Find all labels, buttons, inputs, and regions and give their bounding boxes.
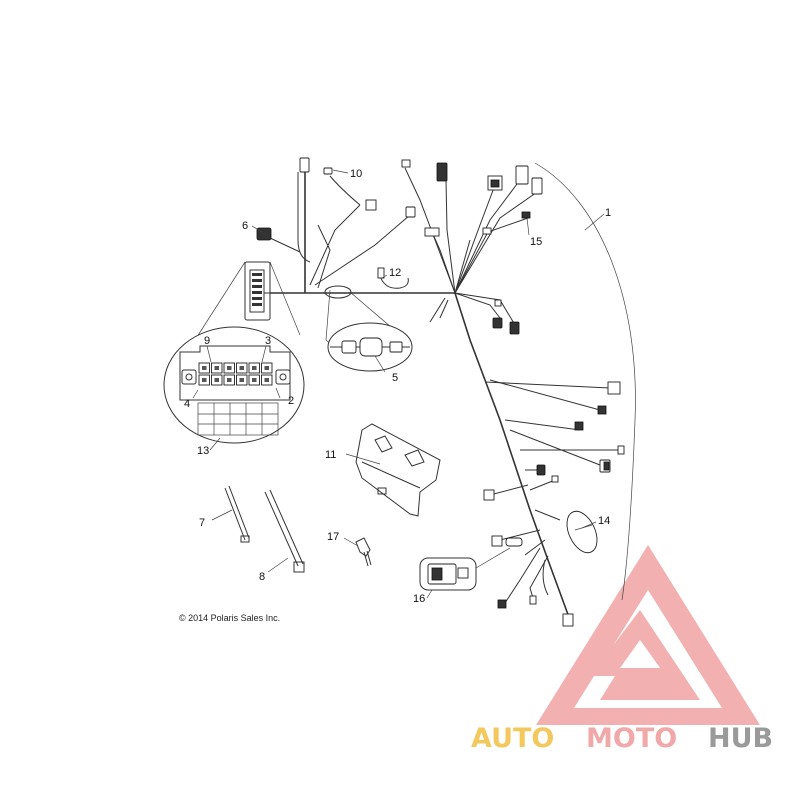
fuse-blade — [214, 378, 219, 382]
fuse-blade — [264, 378, 269, 382]
leader-1-arc — [534, 162, 636, 601]
detail-13 — [163, 261, 305, 451]
watermark-logo — [536, 545, 760, 725]
callout-2: 2 — [288, 395, 294, 407]
item-17-bolt — [343, 537, 372, 567]
callout-labels: 1 2 3 4 5 6 7 8 9 10 11 12 13 14 15 16 1… — [184, 168, 611, 605]
item-7-tie — [211, 485, 250, 543]
callout-11: 11 — [325, 449, 336, 461]
callout-6: 6 — [242, 220, 248, 232]
callout-10: 10 — [350, 168, 362, 180]
watermark-text: AUTO MOTO HUB — [471, 723, 773, 754]
watermark-moto: MOTO — [586, 723, 677, 754]
fuse-blade — [239, 366, 244, 370]
callout-13: 13 — [197, 445, 209, 457]
fuse-blade — [252, 378, 257, 382]
fuse-blade — [252, 366, 257, 370]
callout-4: 4 — [184, 398, 190, 410]
callout-16: 16 — [413, 593, 425, 605]
callout-leaders — [251, 169, 597, 529]
fuse-blade — [264, 366, 269, 370]
copyright-text: © 2014 Polaris Sales Inc. — [179, 613, 280, 623]
item-11-bracket — [345, 423, 441, 517]
fuse-blade — [227, 366, 232, 370]
fuse-blade — [239, 378, 244, 382]
fuse-blade — [227, 378, 232, 382]
watermark-auto: AUTO — [471, 723, 554, 754]
callout-17: 17 — [327, 531, 339, 543]
detail-5 — [324, 285, 413, 373]
callout-1: 1 — [605, 207, 611, 219]
callout-12: 12 — [389, 267, 401, 279]
detail-16-module — [419, 547, 511, 599]
fuse-grid — [198, 362, 273, 386]
item-8-tie — [264, 489, 305, 573]
callout-15: 15 — [530, 236, 542, 248]
watermark-hub: HUB — [708, 723, 773, 754]
fuse-blade — [202, 366, 207, 370]
main-harness — [258, 167, 620, 621]
callout-3: 3 — [265, 335, 271, 347]
callout-14: 14 — [598, 515, 610, 527]
fuse-blade — [214, 366, 219, 370]
callout-9: 9 — [204, 335, 210, 347]
callout-7: 7 — [199, 517, 205, 529]
harness-connectors — [254, 157, 625, 627]
callout-5: 5 — [392, 372, 398, 384]
callout-8: 8 — [259, 571, 265, 583]
fuse-blade — [202, 378, 207, 382]
